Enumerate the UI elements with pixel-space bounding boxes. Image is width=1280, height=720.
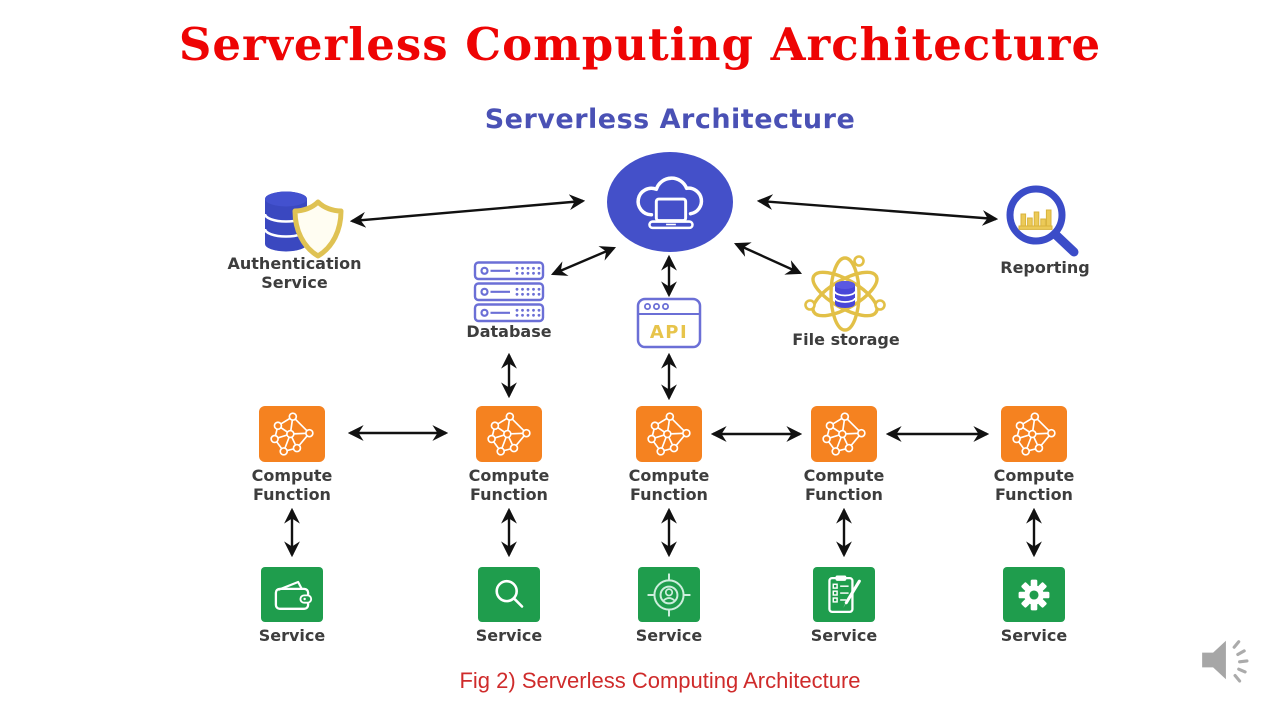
- network-graph-icon: [647, 412, 691, 456]
- cloud-laptop-icon: [636, 176, 704, 230]
- magnifier-icon: [495, 579, 524, 608]
- figure-caption: Fig 2) Serverless Computing Architecture: [459, 668, 861, 693]
- file-storage-label: File storage: [792, 330, 900, 349]
- diagram-title: Serverless Architecture: [484, 104, 856, 135]
- file-storage-node: [801, 252, 889, 334]
- compute-function-label-4: Compute Function: [803, 466, 885, 504]
- network-graph-icon: [822, 412, 866, 456]
- service-node-4: [813, 567, 875, 622]
- compute-function-node-5: [1001, 406, 1067, 462]
- auth-service-node: [255, 186, 350, 262]
- api-node: API: [636, 297, 702, 351]
- network-graph-icon: [487, 412, 531, 456]
- service-node-3: [638, 567, 700, 622]
- speaker-icon: [1202, 640, 1249, 683]
- checklist-pencil-icon: [828, 574, 861, 613]
- service-label-4: Service: [810, 626, 878, 645]
- magnifier-chart-icon: [1006, 185, 1079, 257]
- compute-function-label-2: Compute Function: [468, 466, 550, 504]
- compute-function-label-1: Compute Function: [251, 466, 333, 504]
- service-label-1: Service: [258, 626, 326, 645]
- service-node-5: [1003, 567, 1065, 622]
- compute-function-node-1: [259, 406, 325, 462]
- compute-function-label-3: Compute Function: [628, 466, 710, 504]
- service-node-1: [261, 567, 323, 622]
- atom-database-icon: [804, 255, 886, 332]
- network-graph-icon: [270, 412, 314, 456]
- reporting-label: Reporting: [1000, 258, 1090, 277]
- target-user-icon: [647, 573, 691, 616]
- compute-function-node-3: [636, 406, 702, 462]
- serverless-cloud-node: [607, 152, 733, 252]
- service-node-2: [478, 567, 540, 622]
- reporting-node: [1000, 182, 1090, 260]
- wallet-icon: [274, 580, 313, 610]
- gear-icon: [1018, 579, 1050, 610]
- page-title: Serverless Computing Architecture: [178, 18, 1102, 71]
- network-graph-icon: [1012, 412, 1056, 456]
- compute-function-node-2: [476, 406, 542, 462]
- service-label-5: Service: [1000, 626, 1068, 645]
- compute-function-label-5: Compute Function: [993, 466, 1075, 504]
- auth-service-label: Authentication Service: [227, 254, 362, 292]
- service-label-3: Service: [635, 626, 703, 645]
- database-node: [473, 261, 545, 323]
- server-rack-icon: [473, 261, 545, 323]
- service-label-2: Service: [475, 626, 543, 645]
- compute-function-node-4: [811, 406, 877, 462]
- database-shield-icon: [263, 191, 344, 259]
- browser-window-icon: API: [636, 297, 702, 349]
- database-label: Database: [466, 322, 552, 341]
- audio-playback-control[interactable]: [1193, 630, 1257, 690]
- api-label: API: [650, 322, 688, 343]
